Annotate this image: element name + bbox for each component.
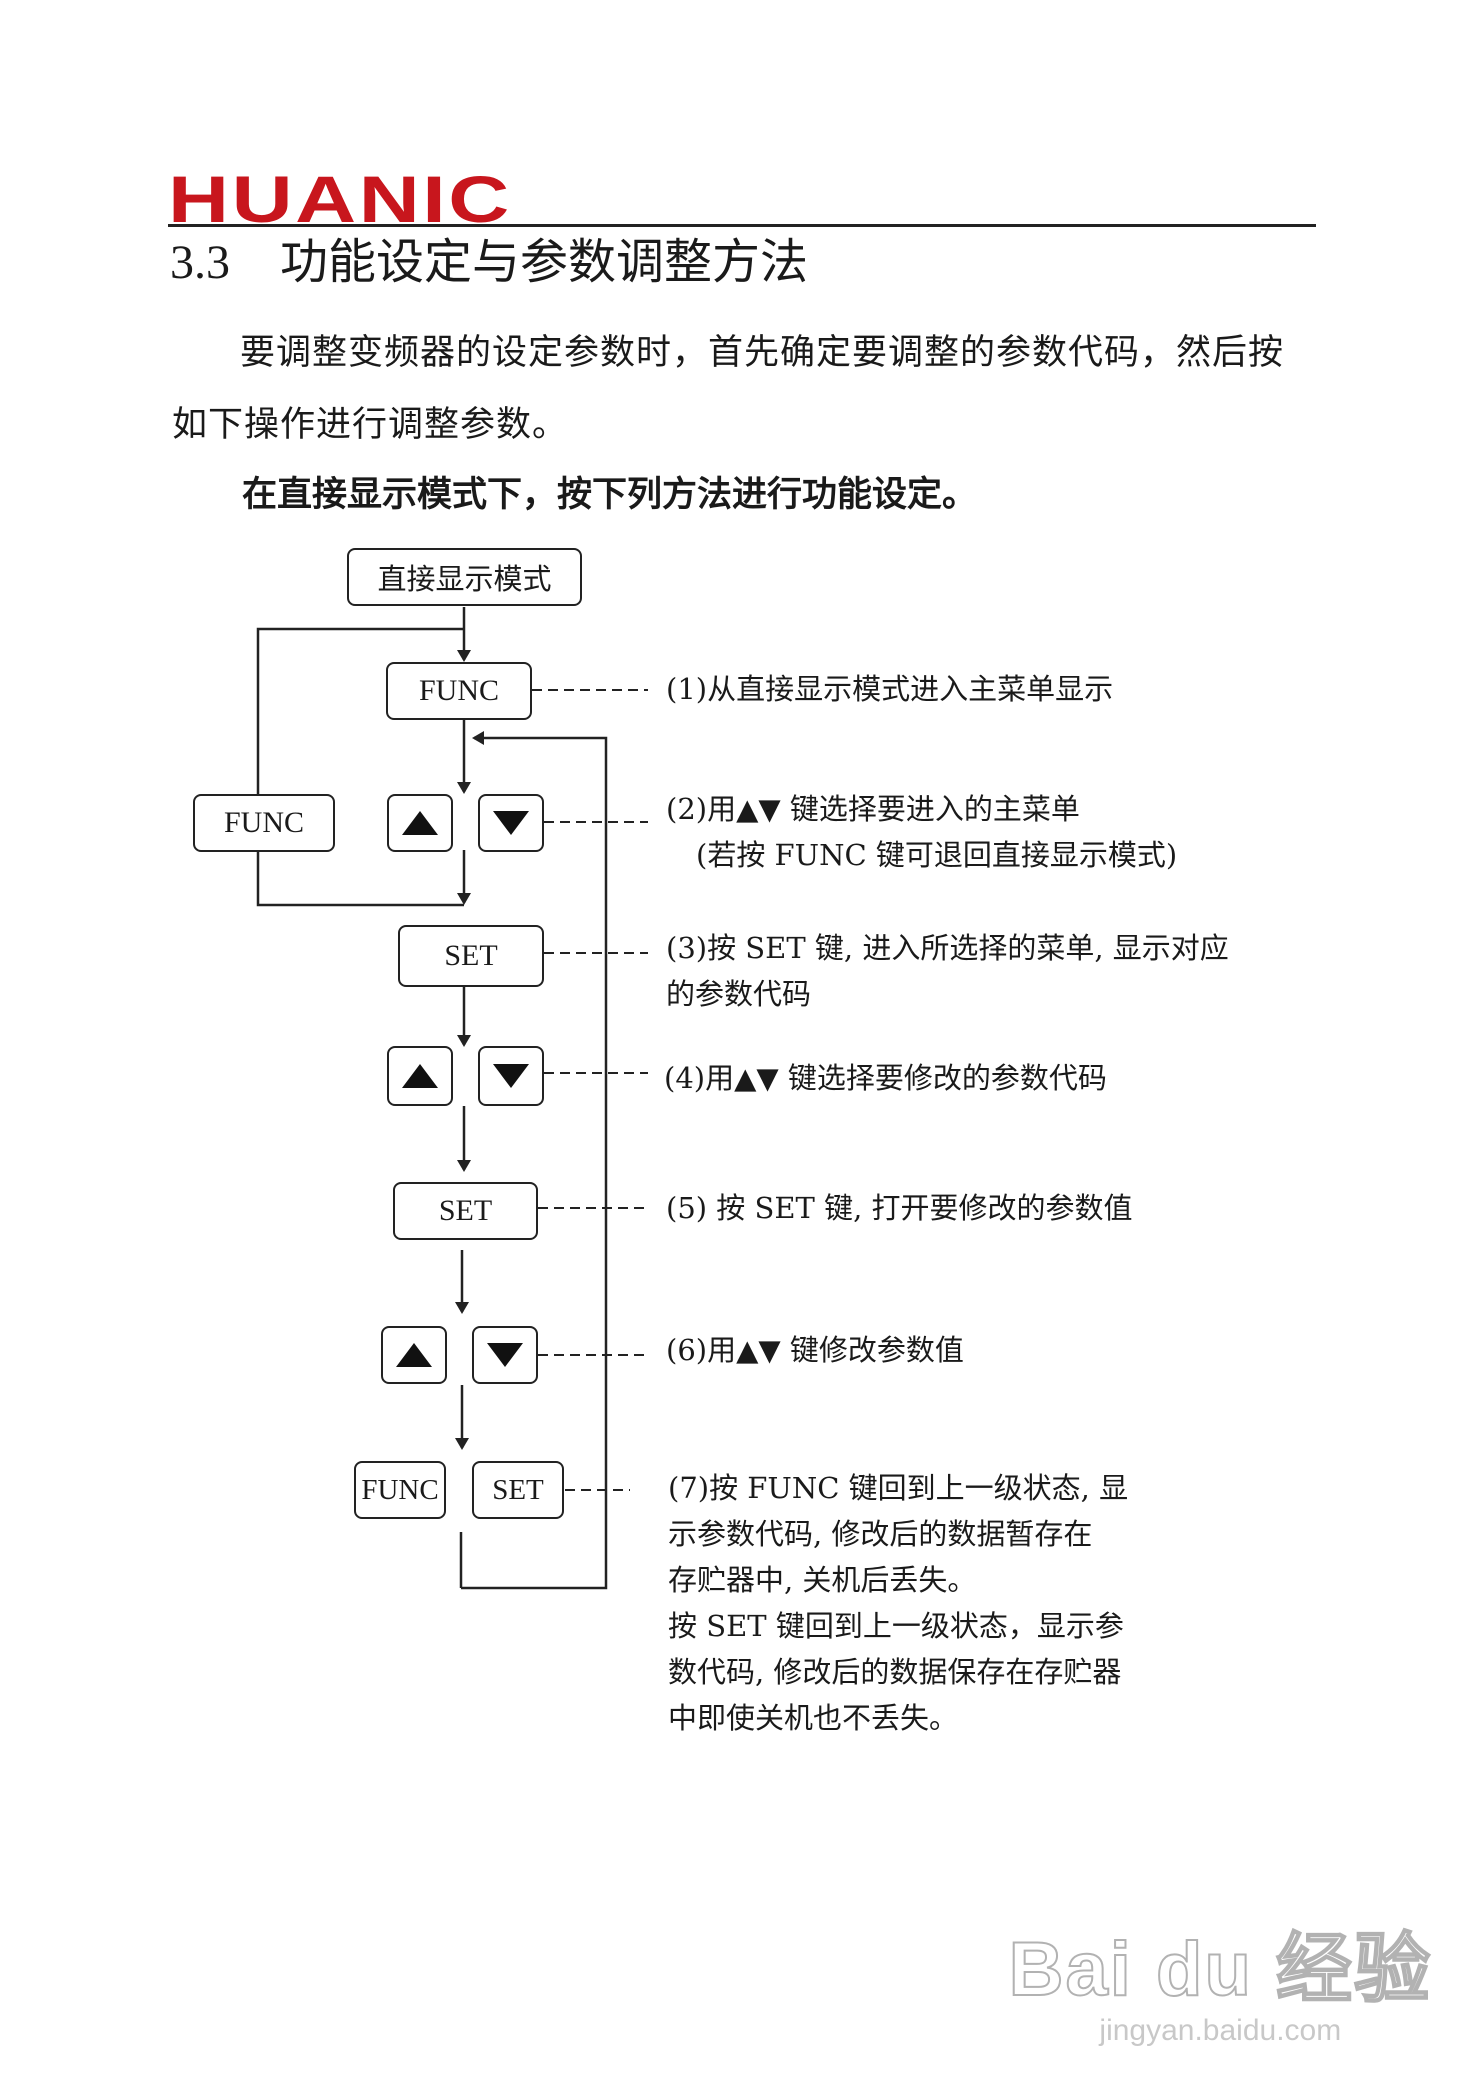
brand-logo: HUANIC	[168, 162, 512, 236]
section-title-text: 功能设定与参数调整方法	[280, 234, 809, 290]
set-key-box-final[interactable]: SET	[472, 1461, 564, 1519]
step-6-note: (6)用▲▼ 键修改参数值	[666, 1333, 964, 1367]
intro-line-2: 如下操作进行调整参数。	[172, 405, 569, 445]
intro-bold-line: 在直接显示模式下，按下列方法进行功能设定。	[242, 475, 978, 515]
start-mode-box: 直接显示模式	[347, 548, 582, 606]
up-key-1[interactable]	[387, 794, 453, 852]
step-7-note-6: 中即使关机也不丢失。	[668, 1701, 959, 1735]
step-7-note-5: 数代码, 修改后的数据保存在存贮器	[668, 1655, 1122, 1689]
baidu-watermark: Bai du 经验 jingyan.baidu.com	[1008, 1927, 1432, 2048]
down-key-2[interactable]	[478, 1046, 544, 1106]
up-triangle-icon	[402, 1064, 438, 1088]
step-5-note: (5) 按 SET 键, 打开要修改的参数值	[666, 1191, 1133, 1225]
step-4-note: (4)用▲▼ 键选择要修改的参数代码	[664, 1061, 1107, 1095]
func-key-box[interactable]: FUNC	[386, 662, 532, 720]
up-key-3[interactable]	[381, 1326, 447, 1384]
func-key-box-final[interactable]: FUNC	[354, 1461, 446, 1519]
step-3-note: (3)按 SET 键, 进入所选择的菜单, 显示对应	[666, 931, 1229, 965]
step-7-note-2: 示参数代码, 修改后的数据暂存在	[668, 1517, 1093, 1551]
down-key-1[interactable]	[478, 794, 544, 852]
section-title: 3.3 功能设定与参数调整方法	[170, 232, 808, 293]
step-7-note-4: 按 SET 键回到上一级状态，显示参	[668, 1609, 1124, 1643]
section-number: 3.3	[170, 236, 230, 289]
down-key-3[interactable]	[472, 1326, 538, 1384]
step-7-note-1: (7)按 FUNC 键回到上一级状态, 显	[668, 1471, 1129, 1505]
watermark-url: jingyan.baidu.com	[1099, 2014, 1342, 2047]
header-rule	[168, 224, 1316, 227]
step-2-note: (2)用▲▼ 键选择要进入的主菜单	[666, 792, 1080, 826]
loop-right	[461, 731, 608, 1590]
step-1-note: (1)从直接显示模式进入主菜单显示	[666, 672, 1114, 706]
up-triangle-icon	[396, 1343, 432, 1367]
down-triangle-icon	[487, 1343, 523, 1367]
up-triangle-icon	[402, 811, 438, 835]
watermark-brand: Bai du 经验	[1008, 1927, 1432, 2012]
step-7-note-3: 存贮器中, 关机后丢失。	[668, 1563, 977, 1597]
set-key-box-1[interactable]: SET	[398, 925, 544, 987]
down-triangle-icon	[493, 811, 529, 835]
set-key-box-2[interactable]: SET	[393, 1182, 538, 1240]
up-key-2[interactable]	[387, 1046, 453, 1106]
step-2-note-sub: (若按 FUNC 键可退回直接显示模式)	[696, 838, 1178, 872]
loop-left	[256, 627, 464, 907]
down-triangle-icon	[493, 1064, 529, 1088]
func-side-key-box[interactable]: FUNC	[193, 794, 335, 852]
step-3-note-cont: 的参数代码	[666, 977, 812, 1011]
intro-line-1: 要调整变频器的设定参数时，首先确定要调整的参数代码，然后按	[240, 333, 1285, 373]
